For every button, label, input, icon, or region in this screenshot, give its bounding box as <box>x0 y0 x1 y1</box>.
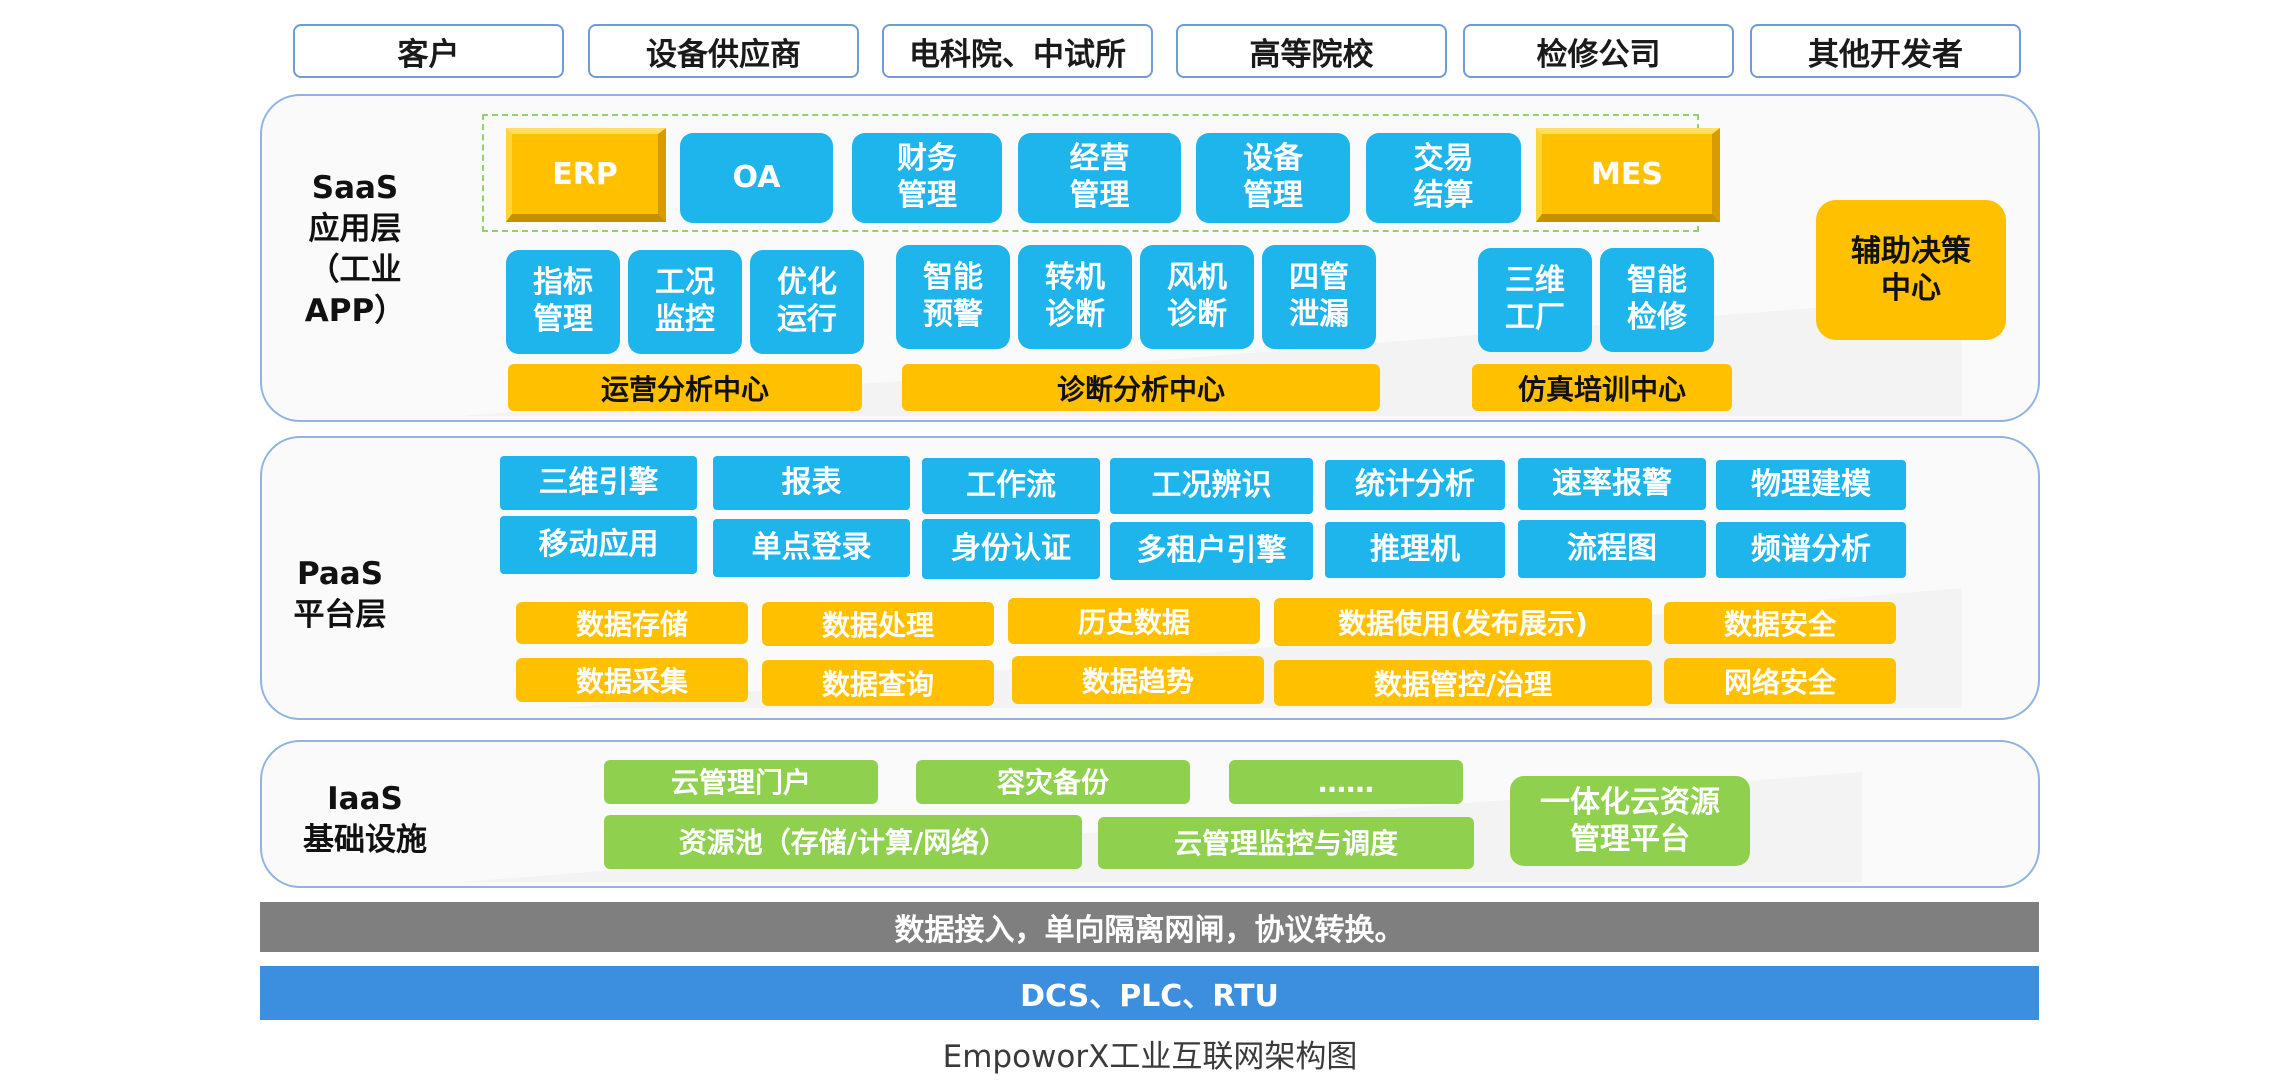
integrated-cloud-resource-platform: 一体化云资源 管理平台 <box>1510 776 1750 866</box>
data-access-bar: 数据接入，单向隔离网闸，协议转换。 <box>260 902 2039 952</box>
business-management-app: 经营 管理 <box>1018 133 1181 223</box>
identity-authentication: 身份认证 <box>922 519 1100 579</box>
decision-support-center: 辅助决策 中心 <box>1816 200 2006 340</box>
single-sign-on: 单点登录 <box>713 519 910 577</box>
report: 报表 <box>713 456 910 510</box>
stakeholder-maintenance-company: 检修公司 <box>1463 24 1734 78</box>
paas-layer-label: PaaS 平台层 <box>293 556 387 633</box>
diagram-caption: EmpoworX工业互联网架构图 <box>942 1038 1358 1075</box>
data-trend: 数据趋势 <box>1012 656 1264 704</box>
equipment-management-app: 设备 管理 <box>1196 133 1350 223</box>
optimized-operation-app: 优化 运行 <box>750 250 864 354</box>
rate-alarm: 速率报警 <box>1518 458 1706 510</box>
physical-modeling: 物理建模 <box>1716 460 1906 510</box>
data-security: 数据安全 <box>1664 602 1896 644</box>
data-query: 数据查询 <box>762 660 994 706</box>
network-security: 网络安全 <box>1664 658 1896 704</box>
data-governance: 数据管控/治理 <box>1274 660 1652 706</box>
stakeholder-research-institute: 电科院、中试所 <box>882 24 1153 78</box>
fan-diagnosis-app: 风机 诊断 <box>1140 245 1254 349</box>
stakeholder-customer: 客户 <box>293 24 564 78</box>
flowchart: 流程图 <box>1518 520 1706 578</box>
mobile-app: 移动应用 <box>500 516 697 574</box>
more-items-placeholder: …… <box>1229 760 1463 804</box>
spectrum-analysis: 频谱分析 <box>1716 522 1906 578</box>
indicator-management-app: 指标 管理 <box>506 250 620 354</box>
cloud-monitoring-scheduling: 云管理监控与调度 <box>1098 817 1474 869</box>
trade-settlement-app: 交易 结算 <box>1366 133 1521 223</box>
data-storage: 数据存储 <box>516 602 748 644</box>
3d-plant-app: 三维 工厂 <box>1478 248 1592 352</box>
workflow: 工作流 <box>922 458 1100 514</box>
condition-identification: 工况辨识 <box>1110 458 1313 514</box>
data-processing: 数据处理 <box>762 602 994 646</box>
3d-engine: 三维引擎 <box>500 456 697 510</box>
resource-pool: 资源池（存储/计算/网络） <box>604 815 1082 869</box>
data-usage: 数据使用(发布展示) <box>1274 598 1652 646</box>
data-acquisition: 数据采集 <box>516 658 748 702</box>
statistical-analysis: 统计分析 <box>1325 460 1505 510</box>
historical-data: 历史数据 <box>1008 598 1260 644</box>
disaster-recovery-backup: 容灾备份 <box>916 760 1190 804</box>
iaas-layer-label: IaaS 基础设施 <box>303 781 427 858</box>
diagnosis-analysis-center: 诊断分析中心 <box>902 364 1380 411</box>
erp-app: ERP <box>506 128 666 222</box>
stakeholder-universities: 高等院校 <box>1176 24 1447 78</box>
devices-bar: DCS、PLC、RTU <box>260 966 2039 1020</box>
simulation-training-center: 仿真培训中心 <box>1472 364 1732 411</box>
condition-monitoring-app: 工况 监控 <box>628 250 742 354</box>
smart-warning-app: 智能 预警 <box>896 245 1010 349</box>
cloud-management-portal: 云管理门户 <box>604 760 878 804</box>
inference-engine: 推理机 <box>1325 522 1505 578</box>
stakeholder-equipment-supplier: 设备供应商 <box>588 24 859 78</box>
finance-management-app: 财务 管理 <box>852 133 1002 223</box>
tube-leak-app: 四管 泄漏 <box>1262 245 1376 349</box>
mes-app: MES <box>1536 128 1720 222</box>
multi-tenant-engine: 多租户引擎 <box>1110 522 1313 580</box>
oa-app: OA <box>680 133 833 223</box>
stakeholder-other-developers: 其他开发者 <box>1750 24 2021 78</box>
rotating-machine-diagnosis-app: 转机 诊断 <box>1018 245 1132 349</box>
operations-analysis-center: 运营分析中心 <box>508 364 862 411</box>
saas-layer-label: SaaS 应用层 （工业APP） <box>304 170 406 329</box>
smart-maintenance-app: 智能 检修 <box>1600 248 1714 352</box>
